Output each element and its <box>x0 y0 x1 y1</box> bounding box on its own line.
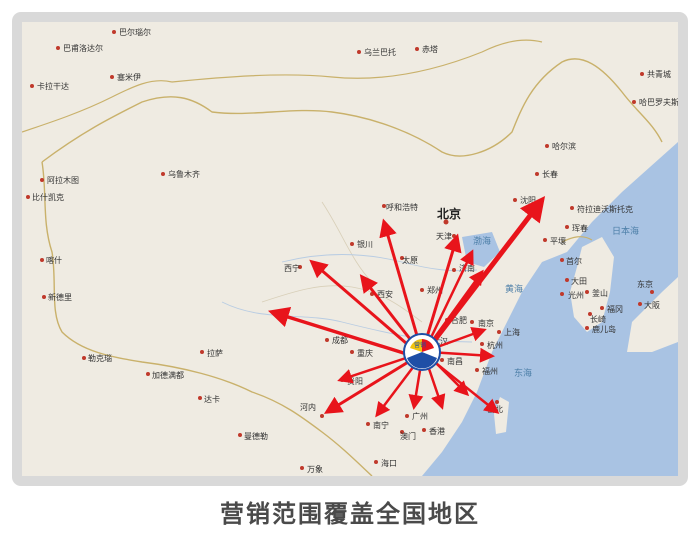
arrow-yinchuan <box>359 274 419 349</box>
city-label-busan: 釜山 <box>592 288 608 298</box>
city-label-kashgar: 喀什 <box>46 255 62 265</box>
japan-islands <box>627 277 678 352</box>
east-sea-area <box>422 142 678 476</box>
city-label-vladivostok: 符拉迪沃斯托克 <box>577 204 633 214</box>
city-label-hangzhou: 杭州 <box>487 340 503 350</box>
city-label-xindeli: 新德里 <box>48 292 72 302</box>
city-label-chita: 赤塔 <box>422 44 438 54</box>
city-label-taiyuan: 太原 <box>402 255 418 265</box>
china-map: 日本海 黄海 东海 渤海 巴尔瑙尔 巴甫洛达尔 塞米伊 卡拉干达 乌兰巴托 赤塔… <box>22 27 678 476</box>
city-label-hunchun: 珲春 <box>572 223 588 233</box>
city-label-karaganda: 卡拉干达 <box>37 81 69 91</box>
city-label-gongqing: 共青城 <box>647 69 671 79</box>
city-label-zhengzhou: 郑州 <box>427 285 443 295</box>
city-label-nagasaki: 长崎 <box>590 314 606 324</box>
arrow-xining <box>309 259 415 352</box>
kazakh-border <box>22 80 173 133</box>
city-label-nanning: 南宁 <box>373 420 389 430</box>
city-label-osaka: 大阪 <box>644 300 660 310</box>
city-label-changchun: 长春 <box>542 169 558 179</box>
city-label-seoul: 首尔 <box>566 256 582 266</box>
city-label-wulumuqi: 乌鲁木齐 <box>168 169 200 179</box>
hainan-island <box>372 460 402 476</box>
city-label-wuhan: 武汉 <box>432 336 448 346</box>
arrow-kunming <box>323 354 419 414</box>
city-label-fukuoka: 福冈 <box>607 305 623 314</box>
city-label-xianggang: 香港 <box>429 426 445 436</box>
city-label-lukenow: 勒克瑙 <box>88 353 112 363</box>
city-label-nanjing: 南京 <box>478 318 494 328</box>
city-label-shanghai: 上海 <box>504 327 520 337</box>
arrow-tianjin <box>424 249 474 349</box>
china-west-border <box>41 161 373 476</box>
arrow-xizang <box>267 306 411 357</box>
city-label-bishkek: 比什凯克 <box>32 192 64 202</box>
city-label-gwangju: 光州 <box>568 290 584 300</box>
city-label-kathmandu: 加德满都 <box>152 370 184 380</box>
city-label-huhehaote: 呼和浩特 <box>386 202 418 212</box>
river-2 <box>281 254 478 272</box>
city-label-haikou: 海口 <box>381 458 397 468</box>
city-label-xining: 西宁 <box>284 263 300 273</box>
city-label-almaty: 阿拉木图 <box>47 175 79 185</box>
east-sea-label: 东海 <box>514 367 532 379</box>
city-label-mandalay: 曼德勒 <box>244 431 268 441</box>
city-label-barnaul: 巴尔瑙尔 <box>119 27 151 37</box>
city-label-lasa: 拉萨 <box>207 348 223 358</box>
city-label-pavlodar: 巴甫洛达尔 <box>63 43 103 53</box>
mongolia-border <box>171 39 543 83</box>
yellow-sea-label: 黄海 <box>505 283 523 295</box>
city-label-daejeon: 大田 <box>571 276 587 286</box>
city-markers: 巴尔瑙尔 巴甫洛达尔 塞米伊 卡拉干达 乌兰巴托 赤塔 共青城 哈巴罗夫斯克（伯… <box>26 27 678 474</box>
japan-sea-label: 日本海 <box>612 225 639 237</box>
arrow-taiwan <box>426 355 500 414</box>
arrow-huhehaote <box>379 218 422 347</box>
city-label-haerbin: 哈尔滨 <box>552 141 576 151</box>
city-label-tokyo: 东京 <box>637 279 653 289</box>
city-label-vientiane: 万象 <box>307 464 323 474</box>
city-label-chengdu: 成都 <box>332 335 348 345</box>
arrow-shenyang <box>425 196 546 352</box>
city-label-tianjin: 天津 <box>436 231 452 241</box>
city-label-xian: 西安 <box>377 289 393 299</box>
city-label-kagoshima: 鹿儿岛 <box>592 324 616 334</box>
city-label-hefei: 合肥 <box>451 315 467 325</box>
city-label-semey: 塞米伊 <box>117 72 141 82</box>
city-label-habaluofu: 哈巴罗夫斯克（伯力） <box>639 97 678 107</box>
city-label-chongqing: 重庆 <box>357 348 373 358</box>
arrow-jinan <box>425 269 484 349</box>
china-north-border <box>41 58 663 163</box>
city-label-fuzhou: 福州 <box>482 367 498 376</box>
province-line-1 <box>261 285 423 323</box>
city-label-dacca: 达卡 <box>204 394 220 404</box>
bohai-label: 渤海 <box>473 235 491 247</box>
city-label-guangzhou: 广州 <box>412 411 428 421</box>
city-label-hanoi: 河内 <box>300 402 316 412</box>
city-label-guiyang: 贵阳 <box>347 376 363 386</box>
arrow-beijing <box>422 233 462 348</box>
city-label-shenyang: 沈阳 <box>520 195 536 205</box>
city-label-beijing: 北京 <box>437 206 461 221</box>
city-label-aomen: 澳门 <box>400 431 416 441</box>
city-label-nanchang: 南昌 <box>447 356 463 366</box>
city-label-pyongyang: 平壤 <box>550 236 566 246</box>
map-caption: 营销范围覆盖全国地区 <box>220 500 480 528</box>
svg-text:营销: 营销 <box>414 341 426 349</box>
korea-border <box>561 236 593 243</box>
company-logo: 营销 <box>403 333 441 371</box>
map-view[interactable]: 日本海 黄海 东海 渤海 巴尔瑙尔 巴甫洛达尔 塞米伊 卡拉干达 乌兰巴托 赤塔… <box>22 22 678 476</box>
city-label-yinchuan: 银川 <box>357 239 373 249</box>
city-label-jinan: 济南 <box>459 263 475 273</box>
city-label-ulaanbaatar: 乌兰巴托 <box>364 47 396 57</box>
